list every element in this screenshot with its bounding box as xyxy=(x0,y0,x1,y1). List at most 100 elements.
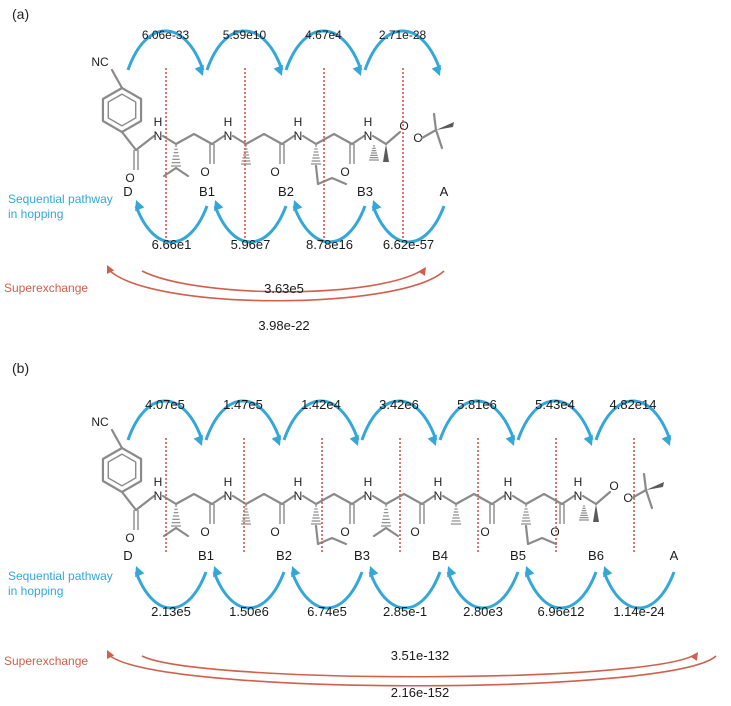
p1-backward-rate-5: 6.96e12 xyxy=(538,604,585,619)
p1-forward-arrow-0-head xyxy=(193,434,203,446)
p1-carbonyl-o-4: O xyxy=(480,525,489,539)
p1-amide-n-0: N xyxy=(154,489,163,503)
p0-backward-rate-3: 6.62e-57 xyxy=(383,237,434,252)
p1-backward-arrow-6 xyxy=(602,571,676,610)
p1-forward-arrow-5 xyxy=(516,399,594,441)
p0-site-0: D xyxy=(123,184,132,199)
p1-side-hash-3 xyxy=(381,505,391,527)
p0-peroxide-o1: O xyxy=(399,119,408,133)
p1-forward-rate-3: 3.42e6 xyxy=(379,397,419,412)
p1-carbonyl-o-2: O xyxy=(340,525,349,539)
p0-amide-n-1: N xyxy=(224,129,233,143)
p1-amide-h-5: H xyxy=(504,475,513,489)
p1-amide-n-4: N xyxy=(434,489,443,503)
p1-tail-hash xyxy=(579,505,589,521)
p1-amide-n-3: N xyxy=(364,489,373,503)
p1-backward-rate-6: 1.14e-24 xyxy=(613,604,664,619)
p1-tbu-wedge xyxy=(646,482,664,490)
p0-backward-arrow-2-head xyxy=(293,200,303,212)
p1-forward-rate-4: 5.81e6 xyxy=(457,397,497,412)
p0-backbone-2 xyxy=(301,132,354,146)
p1-amide-bond-3 xyxy=(420,494,436,506)
p1-backward-arrow-1-head xyxy=(213,566,223,578)
p0-side-hash-2 xyxy=(311,145,321,165)
p0-amide-h-1: H xyxy=(224,115,233,129)
p0-forward-arrow-3-head xyxy=(431,64,441,76)
p0-superexchange-forward-rate: 3.63e5 xyxy=(264,281,304,296)
p0-tail-wedge xyxy=(383,144,389,162)
p0-forward-arrow-0-head xyxy=(194,64,204,76)
p1-peroxide-o2: O xyxy=(623,491,632,505)
p1-side-chain-5 xyxy=(524,524,558,546)
p1-backward-rate-4: 2.80e3 xyxy=(463,604,503,619)
p0-superexchange-backward-arc xyxy=(107,268,445,302)
p1-superexchange-backward-head xyxy=(107,650,115,659)
p1-side-hash-5 xyxy=(521,505,531,525)
p0-forward-arrow-2-head xyxy=(352,64,362,76)
p1-backward-rate-3: 2.85e-1 xyxy=(383,604,427,619)
p1-tbu-methyl2 xyxy=(642,472,648,492)
p1-amide-h-1: H xyxy=(224,475,233,489)
p0-forward-rate-2: 4.67e4 xyxy=(305,28,342,42)
p1-site-3: B3 xyxy=(354,548,370,563)
p0-backward-rate-0: 6.66e1 xyxy=(152,237,192,252)
p0-tbu-methyl xyxy=(434,128,444,150)
p0-carbonyl-o-1: O xyxy=(270,165,279,179)
p1-backward-rate-0: 2.13e5 xyxy=(151,604,191,619)
p0-backbone-0 xyxy=(161,132,214,146)
p1-side-hash-2 xyxy=(311,505,321,525)
p0-site-3: B3 xyxy=(357,184,373,199)
p1-forward-arrow-4-head xyxy=(505,434,515,446)
p1-backward-arrow-1 xyxy=(212,571,286,610)
p1-site-0: D xyxy=(123,548,132,563)
p1-amide-n-5: N xyxy=(504,489,513,503)
p0-backward-arrow-2 xyxy=(292,205,367,244)
p0-first-amide-bond xyxy=(134,134,156,152)
p1-backbone-5 xyxy=(511,492,564,506)
p0-side-chain-2 xyxy=(314,164,348,186)
p0-backward-arrow-3 xyxy=(371,205,446,244)
p1-superexchange-forward-head xyxy=(690,652,698,661)
p1-backward-arrow-4-head xyxy=(447,566,457,578)
p0-side-hash-1 xyxy=(241,145,251,165)
p0-backward-arrow-1-head xyxy=(214,200,224,212)
p1-backbone-0 xyxy=(161,492,214,506)
p1-superexchange-forward-arc xyxy=(141,653,697,678)
p1-site-5: B5 xyxy=(510,548,526,563)
p1-amide-h-6: H xyxy=(574,475,583,489)
p0-nitrile-label: NC xyxy=(91,55,109,69)
p1-side-chain-2 xyxy=(314,524,348,546)
p1-forward-arrow-2 xyxy=(282,399,360,441)
p0-amide-h-2: H xyxy=(294,115,303,129)
p1-amide-bond-0 xyxy=(210,494,226,506)
p1-backbone-1 xyxy=(231,492,284,506)
p1-backward-arrow-4 xyxy=(446,571,520,610)
p1-amide-h-0: H xyxy=(154,475,163,489)
p0-tail-hash xyxy=(369,145,379,161)
p1-backward-rate-1: 1.50e6 xyxy=(229,604,269,619)
p1-forward-rate-5: 5.43e4 xyxy=(535,397,575,412)
p0-backward-rate-2: 8.78e16 xyxy=(306,237,353,252)
p1-backward-arrow-3 xyxy=(368,571,442,610)
p1-forward-rate-0: 4.07e5 xyxy=(145,397,185,412)
p1-forward-arrow-2-head xyxy=(349,434,359,446)
p0-amide-n-0: N xyxy=(154,129,163,143)
p0-side-hash-0 xyxy=(171,145,181,167)
p1-amide-n-6: N xyxy=(574,489,583,503)
p1-amide-h-4: H xyxy=(434,475,443,489)
p1-tbu-methyl xyxy=(644,488,654,510)
p0-forward-arrow-0 xyxy=(126,29,205,71)
sequential-legend-line: in hopping xyxy=(8,584,63,598)
p1-amide-bond-1 xyxy=(280,494,296,506)
p0-amide-bond-1 xyxy=(280,134,296,146)
panel-label: (a) xyxy=(12,6,29,22)
p1-aroyl-o: O xyxy=(125,531,134,545)
p1-peroxide-bond1 xyxy=(594,490,612,506)
p1-side-chain-3 xyxy=(372,526,400,538)
p1-site-2: B2 xyxy=(276,548,292,563)
p0-superexchange-forward-arc xyxy=(141,268,425,293)
p0-superexchange-backward-rate: 3.98e-22 xyxy=(258,318,309,333)
